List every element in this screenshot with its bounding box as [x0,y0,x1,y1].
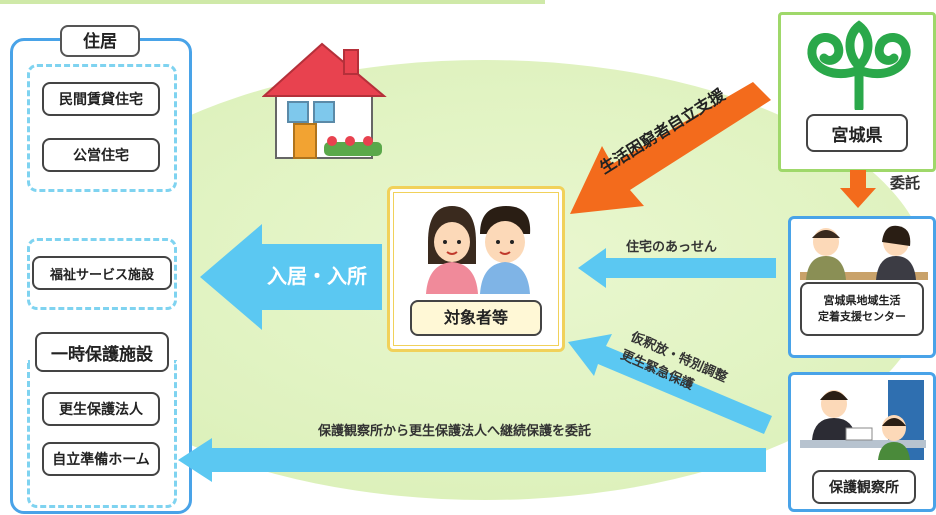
consultation-icon [800,225,928,280]
support-center-line2: 定着支援センター [818,310,906,323]
welfare-group [27,238,177,310]
housing-intro-label: 住宅のあっせん [626,240,718,255]
target-label: 対象者等 [410,300,542,336]
prefecture-logo-icon [807,20,911,110]
move-in-arrow [200,224,382,330]
entrust-label: 委託 [890,174,921,192]
continued-protection-arrow [178,438,766,482]
support-center-line1: 宮城県地域生活 [823,294,901,307]
shelter-title: 一時保護施設 [35,332,169,372]
top-rule [0,0,545,4]
probation-label: 保護観察所 [812,470,916,504]
continued-protection-label: 保護観察所から更生保護法人へ継続保護を委託 [318,424,592,439]
poverty-support-arrow [570,82,771,214]
target-inner-frame [393,192,559,346]
shelter-item-corp: 更生保護法人 [42,392,160,426]
shelter-item-home: 自立準備ホーム [42,442,160,476]
housing-intro-arrow [578,248,776,288]
welfare-facility: 福祉サービス施設 [32,256,172,290]
housing-title: 住居 [60,25,140,57]
housing-group [27,64,177,192]
parole-arrow [568,334,772,434]
probation-office-icon [800,380,926,460]
housing-item-public: 公営住宅 [42,138,160,172]
entrust-arrow [840,170,876,208]
support-center-label: 宮城県地域生活 定着支援センター [800,282,924,336]
people-icon [426,206,531,294]
prefecture-label: 宮城県 [806,114,908,152]
move-in-label: 入居・入所 [267,264,367,288]
housing-item-private-rental: 民間賃貸住宅 [42,82,160,116]
shelter-group [27,360,177,508]
house-icon [262,42,387,159]
